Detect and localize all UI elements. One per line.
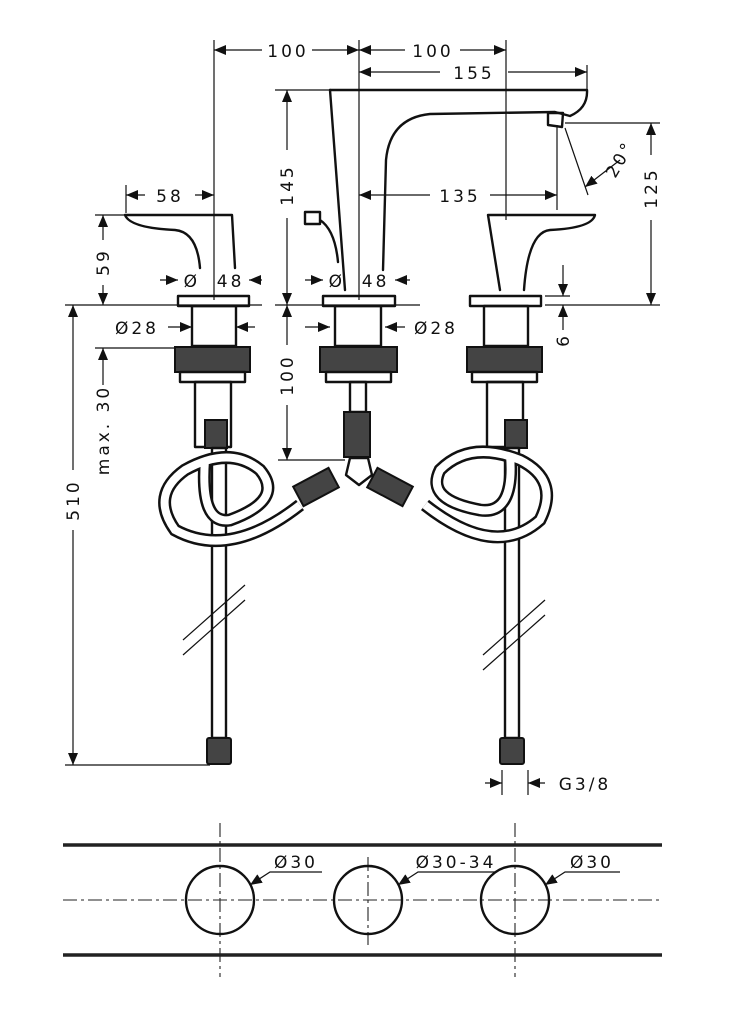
supply-pipes (182, 446, 546, 765)
dim-connection: G3/8 (559, 775, 612, 795)
spout (303, 88, 589, 292)
dim-total-length: 510 (64, 479, 84, 520)
dimension-arrows (68, 45, 656, 788)
label-right-hole: Ø30 (570, 853, 614, 873)
dim-outlet-reach: 135 (439, 187, 480, 207)
right-hole (479, 864, 551, 936)
dim-outlet-height: 125 (642, 167, 662, 208)
dim-outlet-angle: 20° (602, 138, 639, 182)
left-hole (184, 864, 256, 936)
dim-shank-center: Ø28 (414, 319, 458, 339)
dim-spacing-left: 100 (267, 42, 308, 62)
center-hole (332, 864, 404, 936)
dim-shank-length: 100 (278, 354, 298, 395)
left-handle (123, 213, 237, 270)
valve-bodies (174, 294, 543, 458)
dim-handle-reach: 58 (156, 187, 184, 207)
right-handle (486, 213, 597, 292)
dim-spout-height: 145 (278, 164, 298, 205)
dim-base-center: Ø 48 (329, 272, 390, 292)
dim-spout-reach: 155 (453, 64, 494, 84)
label-center-hole: Ø30-34 (416, 853, 497, 873)
dim-max-deck: max. 30 (94, 385, 114, 475)
dim-spacing-right: 100 (412, 42, 453, 62)
dim-shank-left: Ø28 (115, 319, 159, 339)
hoses (158, 445, 554, 548)
dim-base-left: Ø 48 (184, 272, 245, 292)
dim-plate: 6 (554, 333, 574, 347)
label-left-hole: Ø30 (274, 853, 318, 873)
cutout-plan (63, 823, 662, 977)
dim-handle-height: 59 (94, 248, 114, 276)
